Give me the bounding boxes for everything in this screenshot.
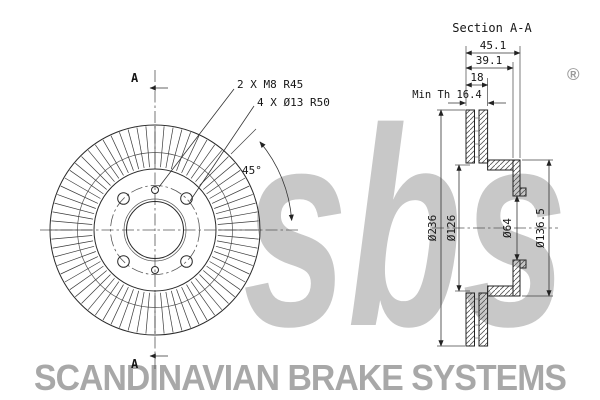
registered-trademark-mark: ® [567,65,580,84]
bore-chamfer-circle [123,198,187,262]
hat-diameter-circle [93,168,217,292]
angle-dimension-label: 45° [242,164,262,177]
bolt-holes [117,192,193,268]
bolt-hole-leader-line [189,105,255,202]
section-marker-a-top: A [131,71,139,85]
disc-outer-circle [49,124,261,336]
dim-min-thickness: Min Th 16.4 [412,89,482,101]
dim-center-bore: Ø64 [501,218,514,238]
dim-hat-diameter: Ø136.5 [534,208,547,248]
angle-dimension-arc [259,141,294,222]
angle-extension-line [230,128,257,155]
cross-section-shapes [465,109,527,347]
bolt-circle-centerline [110,185,200,275]
dim-hat-depth: 39.1 [476,54,503,67]
bolt-hole-annotation: 4 X Ø13 R50 [257,96,330,109]
section-marker-a-bottom: A [131,357,139,371]
front-view: 2 X M8 R45 4 X Ø13 R50 45° A A [40,70,330,372]
section-view: Section A-A [412,21,558,347]
thread-holes [151,186,159,274]
brand-watermark-group: sbs ® [243,65,580,385]
section-title: Section A-A [452,21,532,35]
brand-watermark-logo: sbs [243,70,567,385]
dim-thickness: 18 [470,71,483,84]
vent-vane-lines [474,117,479,339]
dim-outer-diameter: Ø236 [426,215,439,242]
thread-hole-annotation: 2 X M8 R45 [237,78,303,91]
thread-hole-leader-line [158,88,235,188]
brand-footer-text: SCANDINAVIAN BRAKE SYSTEMS [34,357,566,398]
center-bore-circle [126,201,184,259]
ventilation-lines [51,126,259,334]
dim-overall-width: 45.1 [480,39,507,52]
dim-vent-diameter: Ø126 [445,215,458,242]
